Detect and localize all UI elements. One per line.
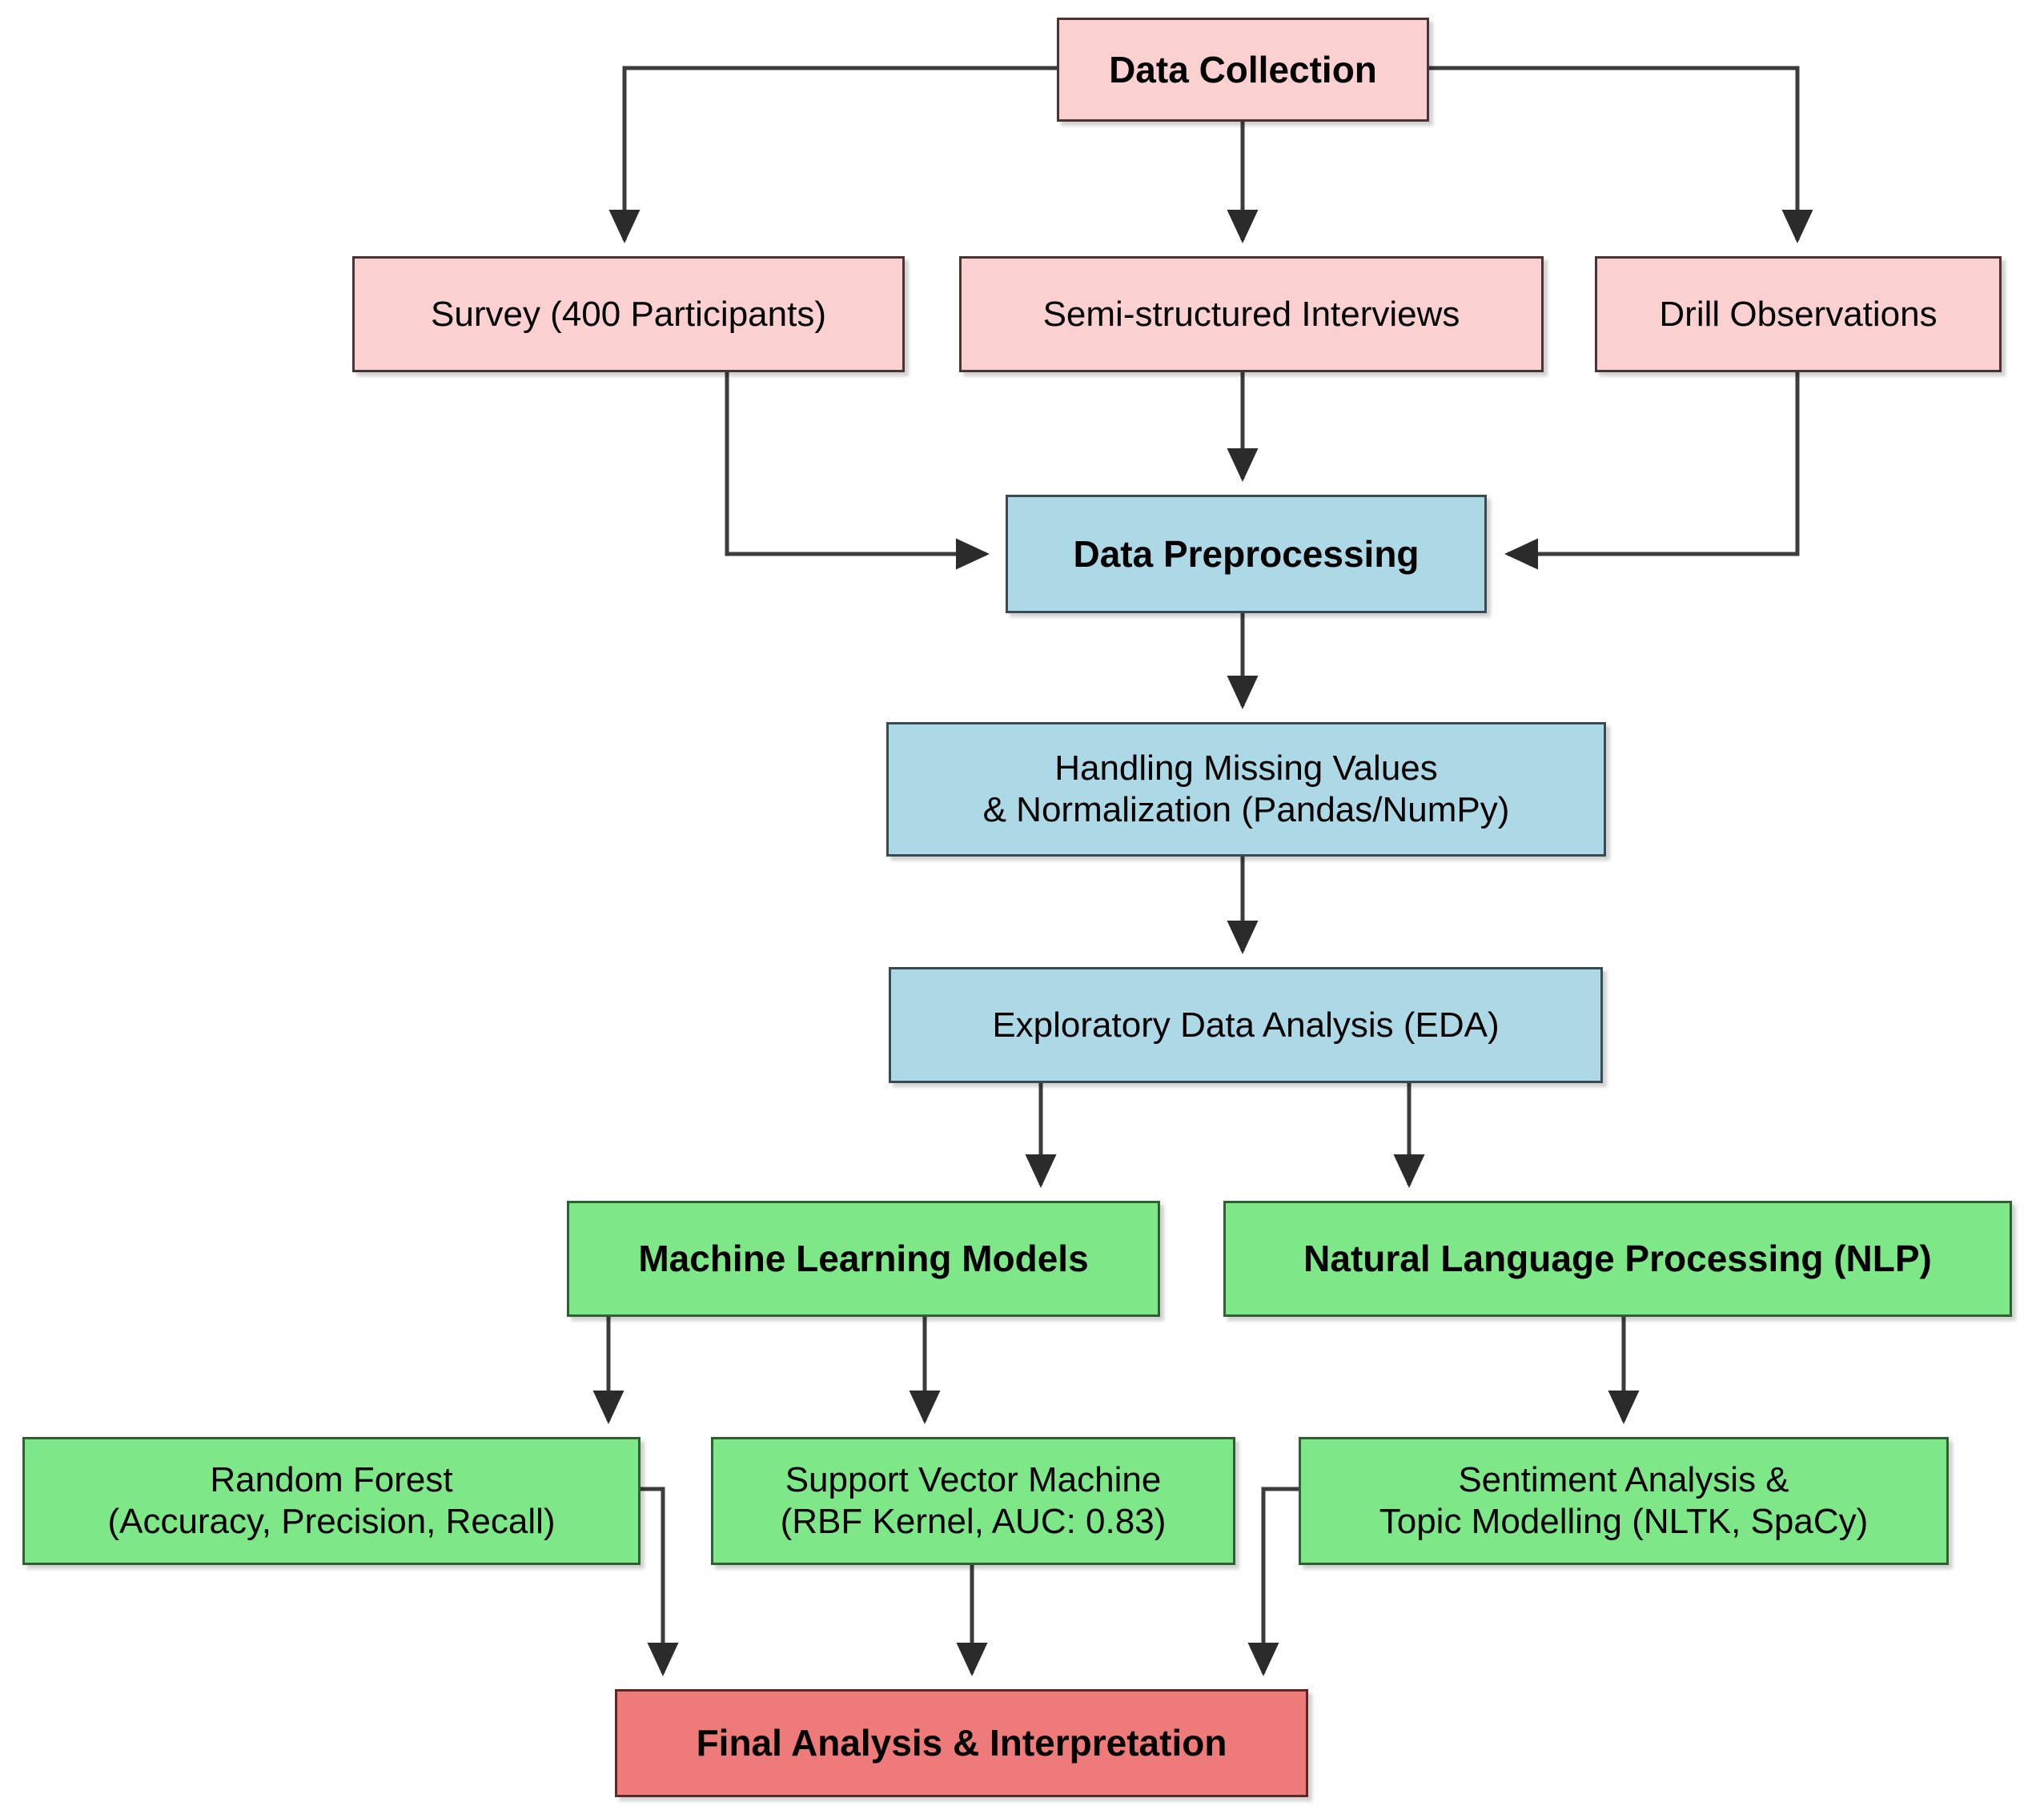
node-nlp[interactable]: Natural Language Processing (NLP) [1223,1201,2012,1317]
node-missing_values[interactable]: Handling Missing Values & Normalization … [886,722,1606,857]
node-observations[interactable]: Drill Observations [1595,256,2002,372]
edge-data_collection-to-observations [1429,66,1813,244]
node-data_collection[interactable]: Data Collection [1057,18,1429,122]
edge-sentiment-to-final_analysis [1247,1487,1299,1677]
node-interviews[interactable]: Semi-structured Interviews [959,256,1544,372]
edge-data_collection-to-survey [608,66,1057,244]
node-survey[interactable]: Survey (400 Participants) [352,256,905,372]
node-svm[interactable]: Support Vector Machine (RBF Kernel, AUC:… [711,1437,1235,1565]
node-sentiment[interactable]: Sentiment Analysis & Topic Modelling (NL… [1299,1437,1949,1565]
node-random_forest[interactable]: Random Forest (Accuracy, Precision, Reca… [22,1437,641,1565]
edge-observations-to-preprocessing [1504,372,1800,570]
edge-random_forest-to-final_analysis [641,1487,679,1677]
node-eda[interactable]: Exploratory Data Analysis (EDA) [889,967,1603,1083]
node-final_analysis[interactable]: Final Analysis & Interpretation [615,1689,1308,1797]
node-preprocessing[interactable]: Data Preprocessing [1006,495,1487,613]
node-ml_models[interactable]: Machine Learning Models [567,1201,1160,1317]
edge-survey-to-preprocessing [725,372,990,570]
